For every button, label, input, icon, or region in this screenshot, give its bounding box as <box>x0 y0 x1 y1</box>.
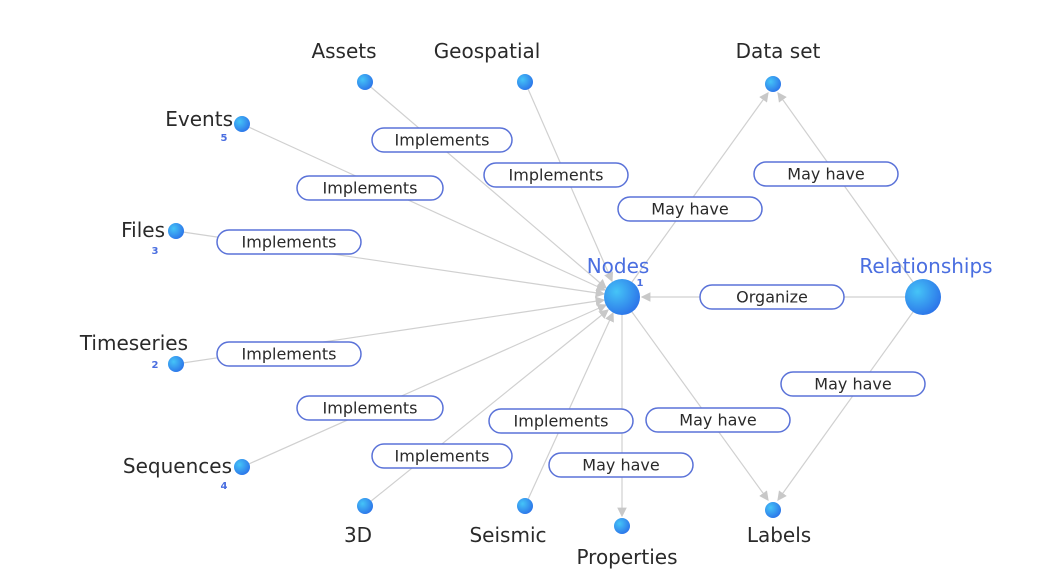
3d-dot <box>357 498 373 514</box>
seismic-label: Seismic <box>469 523 546 547</box>
edge-label-assets: Implements <box>371 127 513 153</box>
3d-label: 3D <box>344 523 372 547</box>
relationships-label: Relationships <box>859 254 992 278</box>
svg-text:Implements: Implements <box>323 399 418 418</box>
relationships-hub-dot <box>905 279 941 315</box>
nodes-badge: 1 <box>637 278 644 289</box>
edge-label-3d: Implements <box>371 443 513 469</box>
svg-text:May have: May have <box>582 456 659 475</box>
timeseries-label: Timeseries <box>79 331 188 355</box>
events-label: Events <box>165 107 233 131</box>
seismic-dot <box>517 498 533 514</box>
events-badge: 5 <box>221 133 228 144</box>
svg-text:Organize: Organize <box>736 288 808 307</box>
files-label: Files <box>121 218 165 242</box>
edge-label-geospatial: Implements <box>483 162 629 188</box>
svg-text:Implements: Implements <box>242 233 337 252</box>
svg-text:Implements: Implements <box>395 131 490 150</box>
events-dot <box>234 116 250 132</box>
geospatial-label: Geospatial <box>434 39 541 63</box>
sequences-label: Sequences <box>123 454 232 478</box>
edge-label-events: Implements <box>296 175 444 201</box>
nodes-hub-dot <box>604 279 640 315</box>
edge-label-timeseries: Implements <box>216 341 362 367</box>
timeseries-dot <box>168 356 184 372</box>
files-badge: 3 <box>152 246 159 257</box>
svg-text:Implements: Implements <box>509 166 604 185</box>
properties-dot <box>614 518 630 534</box>
labels-dot <box>765 502 781 518</box>
svg-text:Implements: Implements <box>514 412 609 431</box>
properties-label: Properties <box>576 545 677 569</box>
files-dot <box>168 223 184 239</box>
edge-labels: Implements Implements Implements May hav… <box>216 127 926 478</box>
sequences-dot <box>234 459 250 475</box>
svg-text:May have: May have <box>679 411 756 430</box>
labels-label: Labels <box>747 523 811 547</box>
geospatial-dot <box>517 74 533 90</box>
assets-dot <box>357 74 373 90</box>
svg-text:May have: May have <box>787 165 864 184</box>
svg-text:Implements: Implements <box>323 179 418 198</box>
assets-label: Assets <box>311 39 376 63</box>
data-set-label: Data set <box>736 39 821 63</box>
edge-label-nodes-dataset: May have <box>617 196 763 222</box>
dots <box>168 74 941 534</box>
edge-label-rel-dataset: May have <box>753 161 899 187</box>
node-labels: Nodes 1 Relationships Assets Geospatial … <box>79 39 993 569</box>
edge-label-organize: Organize <box>699 284 845 310</box>
svg-text:May have: May have <box>651 200 728 219</box>
nodes-label: Nodes <box>587 254 650 278</box>
edge-label-rel-labels: May have <box>780 371 926 397</box>
edge-label-files: Implements <box>216 229 362 255</box>
svg-text:Implements: Implements <box>395 447 490 466</box>
edge-label-seismic: Implements <box>488 408 634 434</box>
svg-text:Implements: Implements <box>242 345 337 364</box>
edge-label-properties: May have <box>548 452 694 478</box>
timeseries-badge: 2 <box>152 360 159 371</box>
data-set-dot <box>765 76 781 92</box>
edge-label-sequences: Implements <box>296 395 444 421</box>
sequences-badge: 4 <box>221 481 228 492</box>
edge-label-nodes-labels: May have <box>645 407 791 433</box>
svg-text:May have: May have <box>814 375 891 394</box>
